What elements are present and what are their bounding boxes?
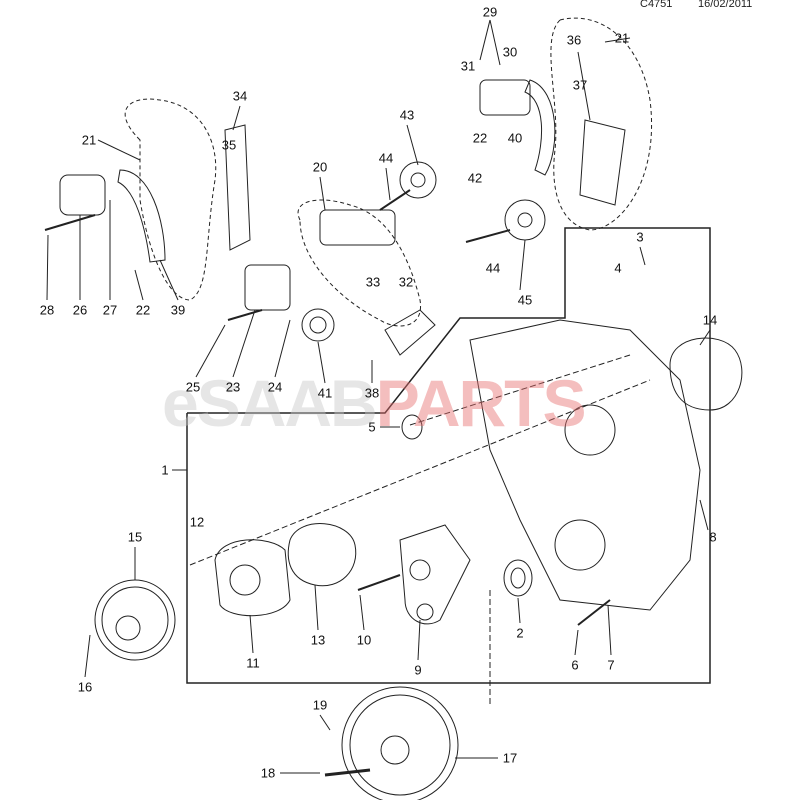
callout: 9 bbox=[414, 662, 422, 678]
callout: 35 bbox=[221, 137, 237, 153]
callout: 27 bbox=[102, 302, 118, 318]
callout: 38 bbox=[364, 385, 380, 401]
callout: 44 bbox=[485, 260, 501, 276]
gasket-14 bbox=[669, 337, 743, 411]
callout: 36 bbox=[566, 32, 582, 48]
callout: 1 bbox=[161, 462, 169, 478]
callout: 22 bbox=[135, 302, 151, 318]
callout: 18 bbox=[260, 765, 276, 781]
assembly-outline bbox=[186, 227, 711, 684]
tensioner-30 bbox=[479, 79, 531, 116]
callout: 21 bbox=[614, 30, 630, 46]
watermark-prefix: eSAAB bbox=[162, 366, 378, 440]
guide-40 bbox=[524, 79, 556, 176]
bolt-28 bbox=[44, 214, 96, 231]
bolt-10 bbox=[357, 574, 401, 591]
watermark: eSAABPARTS bbox=[162, 365, 587, 441]
callout: 2 bbox=[516, 625, 524, 641]
gasket-13 bbox=[287, 523, 357, 587]
callout: 21 bbox=[81, 132, 97, 148]
balancer-17 bbox=[341, 686, 459, 800]
callout: 19 bbox=[312, 697, 328, 713]
belt-tensioner-9 bbox=[399, 524, 471, 625]
callout: 40 bbox=[507, 130, 523, 146]
watermark-suffix: PARTS bbox=[375, 366, 587, 440]
tensioner-26 bbox=[59, 174, 106, 216]
callout: 16 bbox=[77, 679, 93, 695]
seal-5 bbox=[401, 414, 423, 440]
bolt-25 bbox=[227, 309, 263, 321]
seal-2 bbox=[503, 559, 533, 597]
callout: 8 bbox=[709, 529, 717, 545]
callout: 6 bbox=[571, 657, 579, 673]
callout: 37 bbox=[572, 77, 588, 93]
sprocket-43 bbox=[399, 161, 437, 199]
callout: 29 bbox=[482, 4, 498, 20]
callout: 31 bbox=[460, 58, 476, 74]
callout: 39 bbox=[170, 302, 186, 318]
callout: 13 bbox=[310, 632, 326, 648]
guide-38 bbox=[384, 309, 436, 356]
callout: 30 bbox=[502, 44, 518, 60]
callout: 3 bbox=[636, 229, 644, 245]
callout: 11 bbox=[246, 655, 260, 671]
center-timing-chain bbox=[297, 199, 421, 327]
diagram-code: C4751 bbox=[640, 0, 673, 10]
guide-32 bbox=[319, 209, 396, 246]
callout: 45 bbox=[517, 292, 533, 308]
callout: 24 bbox=[267, 379, 283, 395]
callout: 22 bbox=[472, 130, 488, 146]
sprocket-41 bbox=[301, 308, 335, 342]
timing-cover-1 bbox=[469, 319, 701, 611]
bolt-18 bbox=[324, 768, 371, 777]
callout: 28 bbox=[39, 302, 55, 318]
pulley-15 bbox=[94, 579, 176, 661]
callout: 33 bbox=[365, 274, 381, 290]
water-pump-11 bbox=[214, 539, 291, 617]
callout: 34 bbox=[232, 88, 248, 104]
callout: 20 bbox=[312, 159, 328, 175]
callout: 15 bbox=[127, 529, 143, 545]
guide-39 bbox=[117, 169, 166, 263]
guide-37 bbox=[579, 119, 626, 206]
bolt-44b bbox=[465, 229, 511, 243]
callout: 4 bbox=[614, 260, 622, 276]
callout: 14 bbox=[702, 312, 718, 328]
callout: 12 bbox=[189, 514, 205, 530]
sprocket-45 bbox=[504, 199, 546, 241]
callout: 10 bbox=[356, 632, 372, 648]
bolt-44 bbox=[379, 189, 411, 211]
callout: 5 bbox=[368, 419, 376, 435]
callout: 43 bbox=[399, 107, 415, 123]
callout: 23 bbox=[225, 379, 241, 395]
callout: 44 bbox=[378, 150, 394, 166]
guide-34 bbox=[224, 124, 251, 251]
callout: 17 bbox=[502, 750, 518, 766]
callout: 41 bbox=[317, 385, 333, 401]
leader-lines bbox=[46, 19, 711, 774]
callout: 42 bbox=[467, 170, 483, 186]
left-timing-chain bbox=[124, 98, 217, 301]
callout: 25 bbox=[185, 379, 201, 395]
bolt-7 bbox=[577, 599, 611, 626]
callout: 7 bbox=[607, 657, 615, 673]
diagram-date: 16/02/2011 bbox=[698, 0, 753, 10]
callout: 26 bbox=[72, 302, 88, 318]
tensioner-23 bbox=[244, 264, 291, 311]
callout: 32 bbox=[398, 274, 414, 290]
